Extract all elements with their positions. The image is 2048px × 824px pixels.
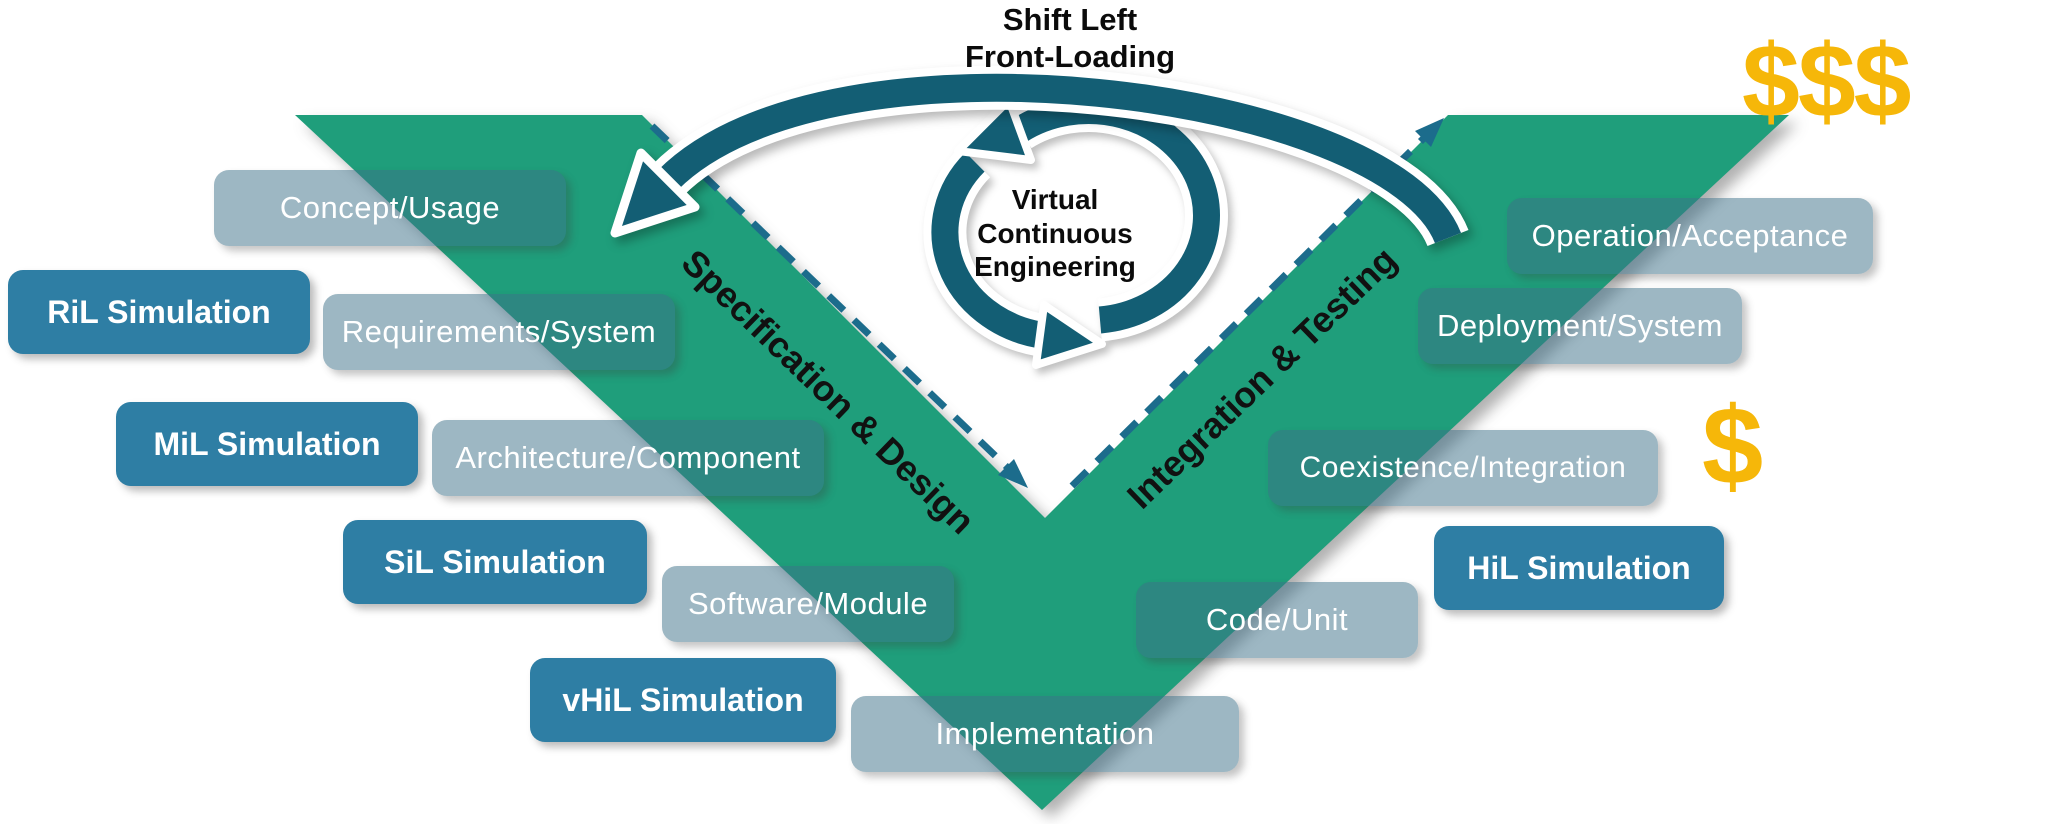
title-line2: Front-Loading bbox=[964, 38, 1176, 74]
shift-left-arrow-icon bbox=[610, 65, 1469, 248]
stage-box-operation-acceptance: Operation/Acceptance bbox=[1507, 198, 1873, 274]
center-line2: Continuous bbox=[977, 217, 1133, 249]
stage-box-concept-usage: Concept/Usage bbox=[214, 170, 566, 246]
cost-high-indicator: $$$ bbox=[1742, 24, 1912, 140]
cost-low-indicator: $ bbox=[1702, 385, 1763, 508]
sim-box-vhil-simulation: vHiL Simulation bbox=[530, 658, 836, 742]
stage-box-code-unit: Code/Unit bbox=[1136, 582, 1418, 658]
stage-box-coexistence-integration: Coexistence/Integration bbox=[1268, 430, 1658, 506]
center-line3: Engineering bbox=[974, 251, 1136, 283]
dashed-flow-path bbox=[649, 118, 1444, 489]
stage-box-software-module: Software/Module bbox=[662, 566, 954, 642]
title-line1: Shift Left bbox=[1002, 2, 1138, 37]
stage-box-requirements-system: Requirements/System bbox=[323, 294, 675, 370]
diagram-title: Shift Left Front-Loading bbox=[880, 2, 1260, 75]
center-line1: Virtual bbox=[1011, 184, 1099, 215]
dashed-line-right bbox=[1069, 135, 1427, 489]
sim-box-hil-simulation: HiL Simulation bbox=[1434, 526, 1724, 610]
sim-box-mil-simulation: MiL Simulation bbox=[116, 402, 418, 486]
stage-box-architecture-component: Architecture/Component bbox=[432, 420, 824, 496]
stage-box-deployment-system: Deployment/System bbox=[1418, 288, 1742, 364]
sim-box-sil-simulation: SiL Simulation bbox=[343, 520, 647, 604]
sim-box-ril-simulation: RiL Simulation bbox=[8, 270, 310, 354]
stage-box-implementation: Implementation bbox=[851, 696, 1239, 772]
v-shape bbox=[295, 115, 1789, 810]
dashed-arrowhead-up-icon bbox=[1415, 118, 1444, 147]
dashed-arrowhead-down-icon bbox=[998, 459, 1028, 488]
dashed-line-left bbox=[649, 123, 1011, 471]
virtual-continuous-engineering-label: Virtual Continuous Engineering bbox=[935, 183, 1175, 284]
